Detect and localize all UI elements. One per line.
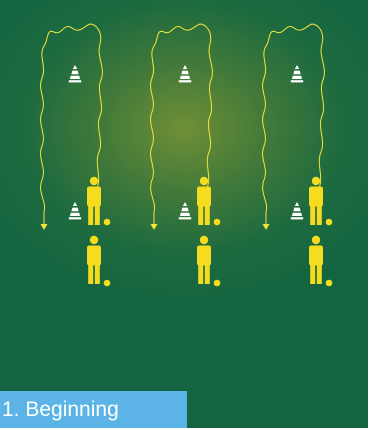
ball-icon: [104, 280, 111, 287]
player-icon: [197, 177, 211, 225]
ball-icon: [326, 219, 333, 226]
cone-icon: [291, 202, 303, 219]
player-icon: [87, 236, 101, 284]
ball-icon: [214, 280, 221, 287]
cone-icon: [291, 65, 303, 82]
step-caption: 1. Beginning: [0, 391, 187, 428]
ball-icon: [214, 219, 221, 226]
cone-icon: [69, 202, 81, 219]
station-right: [263, 24, 333, 286]
arrow-icon: [41, 224, 48, 230]
ball-icon: [104, 219, 111, 226]
arrow-icon: [263, 224, 270, 230]
station-middle: [151, 24, 221, 286]
station-left: [41, 24, 111, 286]
arrow-icon: [151, 224, 158, 230]
cone-icon: [69, 65, 81, 82]
player-icon: [309, 177, 323, 225]
cone-icon: [179, 65, 191, 82]
player-icon: [197, 236, 211, 284]
player-icon: [309, 236, 323, 284]
player-icon: [87, 177, 101, 225]
cone-icon: [179, 202, 191, 219]
ball-icon: [326, 280, 333, 287]
